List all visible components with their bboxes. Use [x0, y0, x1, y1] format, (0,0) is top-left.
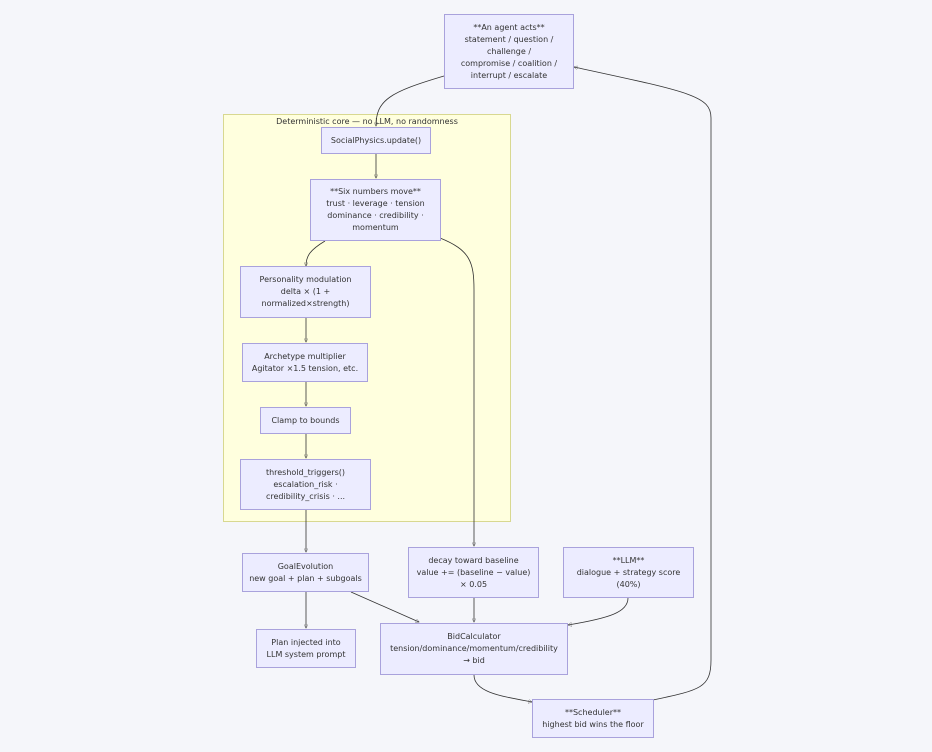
- threshold-triggers-node: threshold_triggers() escalation_risk · c…: [240, 459, 371, 510]
- six-numbers-line-3: momentum: [352, 223, 399, 232]
- agent-acts-node: **An agent acts** statement / question /…: [444, 14, 574, 89]
- plan-injected-line-0: Plan injected into: [271, 637, 341, 647]
- six-numbers-line-2: dominance · credibility ·: [327, 211, 424, 220]
- agent-acts-line-1: statement / question /: [464, 34, 554, 44]
- llm-line-2: (40%): [616, 579, 641, 589]
- scheduler-node: **Scheduler** highest bid wins the floor: [532, 699, 654, 738]
- social-physics-update-node: SocialPhysics.update(): [321, 127, 431, 154]
- llm-node: **LLM** dialogue + strategy score (40%): [563, 547, 694, 598]
- personality-line-1: delta × (1 +: [280, 287, 331, 296]
- llm-title: **LLM**: [612, 555, 645, 565]
- goal-evolution-line-1: new goal + plan + subgoals: [249, 573, 362, 583]
- agent-acts-title: **An agent acts**: [473, 22, 545, 32]
- llm-line-1: dialogue + strategy score: [576, 567, 681, 577]
- agent-acts-line-4: interrupt / escalate: [470, 70, 548, 80]
- plan-injected-node: Plan injected into LLM system prompt: [256, 629, 356, 668]
- decay-line-2: × 0.05: [459, 579, 488, 589]
- goal-evolution-node: GoalEvolution new goal + plan + subgoals: [242, 553, 369, 592]
- threshold-title: threshold_triggers(): [265, 467, 346, 477]
- six-numbers-line-1: trust · leverage · tension: [326, 199, 425, 208]
- personality-title: Personality modulation: [259, 275, 352, 284]
- agent-acts-line-3: compromise / coalition /: [460, 58, 558, 68]
- edge-llm-to-bid: [568, 597, 629, 625]
- bid-calculator-line-1: tension/dominance/momentum/credibility: [390, 644, 558, 653]
- decay-toward-baseline-node: decay toward baseline value += (baseline…: [408, 547, 539, 598]
- archetype-multiplier-node: Archetype multiplier Agitator ×1.5 tensi…: [242, 343, 368, 382]
- clamp-to-bounds-node: Clamp to bounds: [260, 407, 351, 434]
- archetype-line-1: Agitator ×1.5 tension, etc.: [251, 363, 359, 373]
- threshold-line-1: escalation_risk ·: [273, 479, 338, 489]
- archetype-title: Archetype multiplier: [264, 351, 346, 361]
- cluster-label: Deterministic core — no LLM, no randomne…: [276, 117, 458, 126]
- bid-calculator-node: BidCalculator tension/dominance/momentum…: [380, 623, 568, 675]
- bid-calculator-title: BidCalculator: [447, 632, 501, 641]
- threshold-line-2: credibility_crisis · ...: [265, 491, 346, 501]
- clamp-label: Clamp to bounds: [271, 415, 340, 425]
- decay-line-1: value += (baseline − value): [416, 567, 531, 577]
- edge-bid-to-scheduler: [473, 674, 532, 702]
- personality-line-2: normalized×strength): [261, 299, 350, 308]
- six-numbers-node: **Six numbers move** trust · leverage · …: [310, 179, 441, 241]
- edge-scheduler-to-agent: [574, 67, 712, 701]
- six-numbers-title: **Six numbers move**: [330, 187, 421, 196]
- agent-acts-line-2: challenge /: [486, 46, 532, 56]
- decay-title: decay toward baseline: [428, 555, 519, 565]
- bid-calculator-line-2: → bid: [463, 656, 485, 665]
- plan-injected-line-1: LLM system prompt: [266, 649, 346, 659]
- scheduler-line-1: highest bid wins the floor: [542, 719, 644, 729]
- personality-modulation-node: Personality modulation delta × (1 + norm…: [240, 266, 371, 318]
- scheduler-title: **Scheduler**: [564, 707, 622, 717]
- social-physics-update-label: SocialPhysics.update(): [330, 135, 422, 145]
- goal-evolution-title: GoalEvolution: [277, 561, 334, 571]
